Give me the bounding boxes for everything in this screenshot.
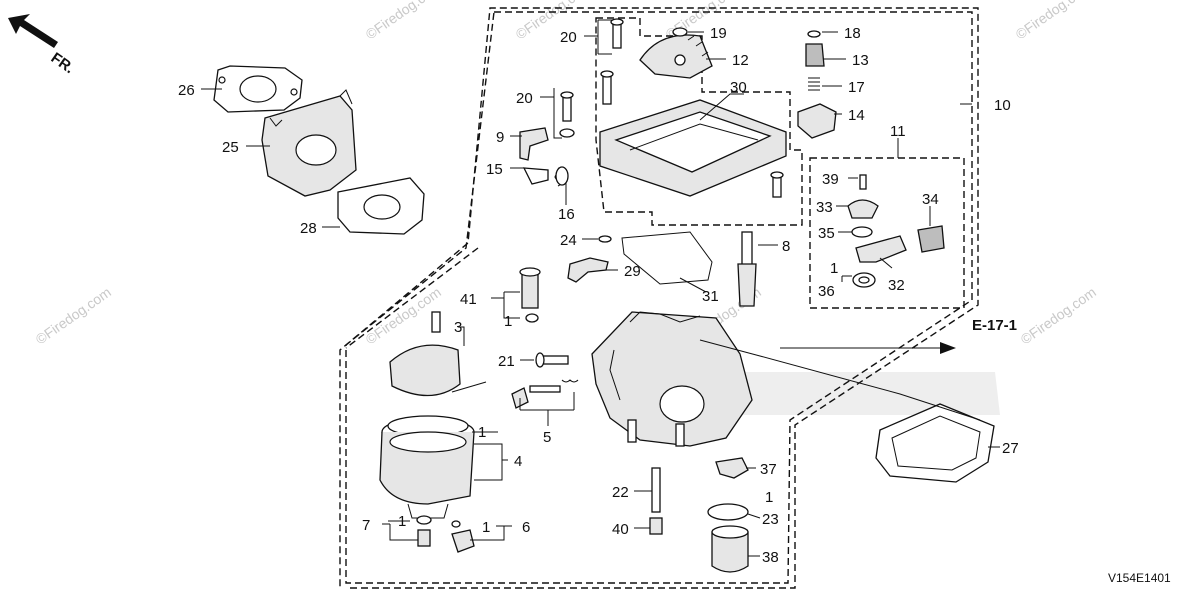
callout-33: 33	[816, 199, 833, 216]
callout-10: 10	[994, 97, 1011, 114]
part-7-drain-screw	[416, 515, 432, 547]
reference-label: E-17-1	[972, 317, 1017, 334]
callout-labels: 26 25 28 20 19 12 30 20 9 15 16 18 13 17…	[178, 25, 1171, 585]
callout-28: 28	[300, 220, 317, 237]
callout-22: 22	[612, 484, 629, 501]
callout-38: 38	[762, 549, 779, 566]
callout-1: 1	[504, 313, 512, 330]
callout-37: 37	[760, 461, 777, 478]
part-4-float-bowl	[379, 415, 475, 519]
part-28-gasket	[337, 177, 425, 235]
part-40-nozzle	[649, 517, 663, 535]
callout-3: 3	[454, 319, 462, 336]
part-35-washer	[851, 226, 873, 238]
callout-11: 11	[890, 123, 906, 140]
part-37-diaphragm	[715, 457, 749, 479]
callout-1: 1	[398, 513, 406, 530]
watermark: ©Firedog.com	[1018, 284, 1099, 348]
brand-stamp	[735, 372, 1000, 415]
part-30-top-cover	[599, 99, 787, 197]
callout-8: 8	[782, 238, 790, 255]
callout-35: 35	[818, 225, 835, 242]
callout-14: 14	[848, 107, 865, 124]
callout-1: 1	[482, 519, 490, 536]
callout-1: 1	[765, 489, 773, 506]
watermark: ©Firedog.com	[33, 284, 114, 348]
watermark: ©Firedog.com	[363, 0, 444, 42]
callout-20: 20	[560, 29, 577, 46]
part-18-washer	[807, 30, 821, 38]
callout-27: 27	[1002, 440, 1019, 457]
callout-9: 9	[496, 129, 504, 146]
part-36-seal	[852, 272, 876, 288]
part-26-intake-gasket	[213, 65, 303, 113]
part-32-lever	[855, 235, 907, 263]
part-24-washer	[598, 235, 612, 243]
part-15-clip	[522, 167, 549, 185]
part-33-cover	[847, 199, 879, 219]
part-22-needle	[651, 467, 661, 513]
carburetor-body	[591, 311, 753, 447]
callout-1: 1	[830, 260, 838, 277]
callout-25: 25	[222, 139, 239, 156]
assembly-boundaries	[339, 7, 979, 589]
part-21-screw	[535, 352, 569, 368]
callout-7: 7	[362, 517, 370, 534]
callout-34: 34	[922, 191, 939, 208]
callout-40: 40	[612, 521, 629, 538]
part-5-screw-set	[511, 379, 579, 409]
callout-16: 16	[558, 206, 575, 223]
part-39-screw	[859, 174, 867, 190]
callout-29: 29	[624, 263, 641, 280]
part-19-washer	[672, 27, 688, 37]
part-3-float	[389, 311, 487, 397]
callout-24: 24	[560, 232, 577, 249]
callout-32: 32	[888, 277, 905, 294]
figure-code: V154E1401	[1108, 571, 1171, 585]
callout-21: 21	[498, 353, 515, 370]
callout-19: 19	[710, 25, 727, 42]
part-14-bracket	[797, 103, 837, 139]
callout-12: 12	[732, 52, 749, 69]
leader-lines	[201, 19, 1000, 557]
part-23-o-ring	[707, 503, 749, 521]
callout-4: 4	[514, 453, 522, 470]
part-17-spring	[808, 77, 820, 91]
callout-39: 39	[822, 171, 839, 188]
callout-18: 18	[844, 25, 861, 42]
callout-31: 31	[702, 288, 719, 305]
part-25-insulator	[261, 89, 357, 197]
callout-5: 5	[543, 429, 551, 446]
part-6-drain-screw	[451, 520, 475, 553]
part-29-float-arm	[567, 257, 609, 283]
part-13-cam	[805, 43, 825, 67]
callout-30: 30	[730, 79, 747, 96]
part-16-spring	[554, 166, 569, 187]
callout-15: 15	[486, 161, 503, 178]
callout-41: 41	[460, 291, 477, 308]
part-31-gasket	[621, 231, 713, 285]
part-27-gasket	[875, 403, 995, 483]
part-8-valve	[737, 231, 757, 307]
part-9-lever	[519, 127, 549, 161]
callout-6: 6	[522, 519, 530, 536]
callout-20: 20	[516, 90, 533, 107]
watermark: ©Firedog.com	[1013, 0, 1094, 42]
part-34-cap	[917, 225, 945, 253]
front-direction-arrow: FR.	[8, 14, 77, 77]
callout-36: 36	[818, 283, 835, 300]
callout-17: 17	[848, 79, 865, 96]
callout-26: 26	[178, 82, 195, 99]
callout-13: 13	[852, 52, 869, 69]
part-12-throttle-gear	[639, 34, 713, 79]
callout-23: 23	[762, 511, 779, 528]
part-41-jet	[519, 267, 541, 323]
callout-1: 1	[478, 424, 486, 441]
watermark: ©Firedog.com	[513, 0, 594, 42]
front-label: FR.	[48, 49, 78, 77]
part-38-cup	[711, 525, 749, 573]
part-20-screws	[559, 18, 784, 198]
